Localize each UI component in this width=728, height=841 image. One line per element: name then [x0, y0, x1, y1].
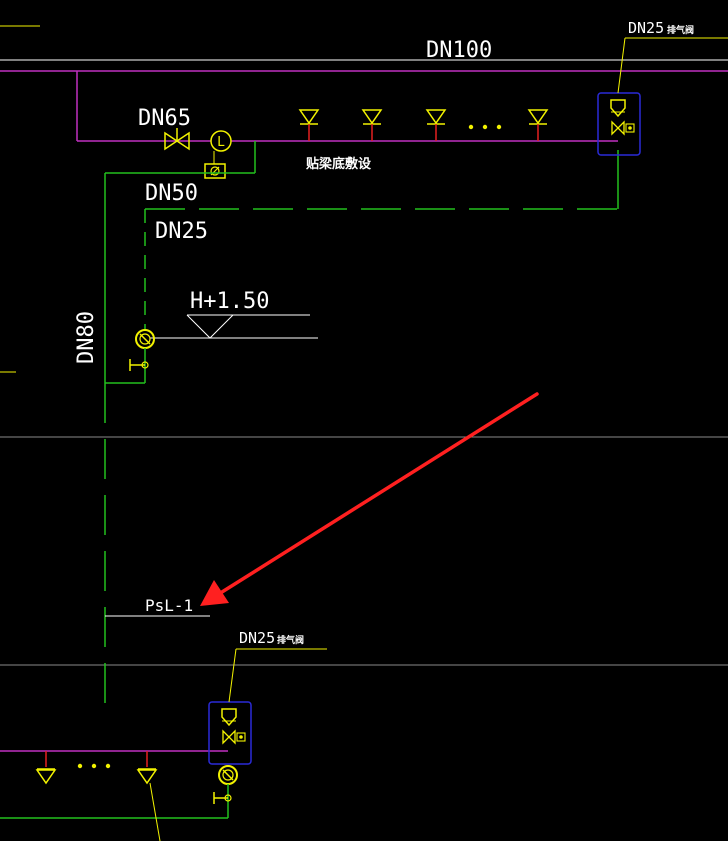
label-lay-note: 贴梁底敷设 — [306, 156, 372, 172]
vent-box — [208, 701, 252, 765]
sprinkler-head — [298, 109, 320, 141]
air-vent-top[interactable] — [597, 92, 641, 156]
label-drain-size: DN25 — [155, 219, 208, 244]
drain-pipe-dn25[interactable] — [144, 150, 619, 330]
air-vent-bottom[interactable] — [208, 701, 252, 765]
sprinkler-head — [361, 109, 383, 141]
label-vent-top: DN25 — [628, 19, 664, 37]
vent-box — [597, 92, 641, 156]
sprinkler-head — [35, 751, 57, 785]
main-pipe-lower[interactable] — [0, 750, 229, 819]
label-vent-top-cn: 排气阀 — [667, 24, 694, 36]
leader-vent-top — [617, 37, 728, 94]
leader-vent-bottom — [228, 648, 327, 703]
sprinkler-heads-lower — [35, 751, 161, 841]
sprinkler-head — [136, 751, 158, 785]
annotation-arrow — [200, 392, 539, 606]
sprinkler-head — [425, 109, 447, 141]
label-riser-tag: PsL-1 — [145, 596, 193, 615]
label-branch-size: DN50 — [145, 181, 198, 206]
label-valve-size: DN65 — [138, 106, 191, 131]
branch-pipe-dn50[interactable] — [105, 141, 256, 174]
label-vent-bottom-cn: 排气阀 — [277, 634, 304, 646]
sprinkler-heads-upper — [298, 109, 549, 141]
label-main-pipe: DN100 — [426, 38, 492, 63]
flow-indicator-label: L — [217, 135, 225, 150]
main-pipe[interactable] — [0, 59, 728, 142]
gate-valve-icon[interactable] — [164, 128, 190, 151]
flow-indicator-icon[interactable]: L — [210, 130, 232, 152]
label-vent-bottom: DN25 — [239, 629, 275, 647]
test-valve-icon[interactable] — [213, 784, 232, 804]
test-valve-icon[interactable] — [105, 348, 149, 384]
elevation-marker — [150, 314, 318, 339]
sprinkler-head — [527, 109, 549, 141]
label-elevation: H+1.50 — [190, 289, 269, 314]
label-riser-size: DN80 — [74, 311, 99, 364]
